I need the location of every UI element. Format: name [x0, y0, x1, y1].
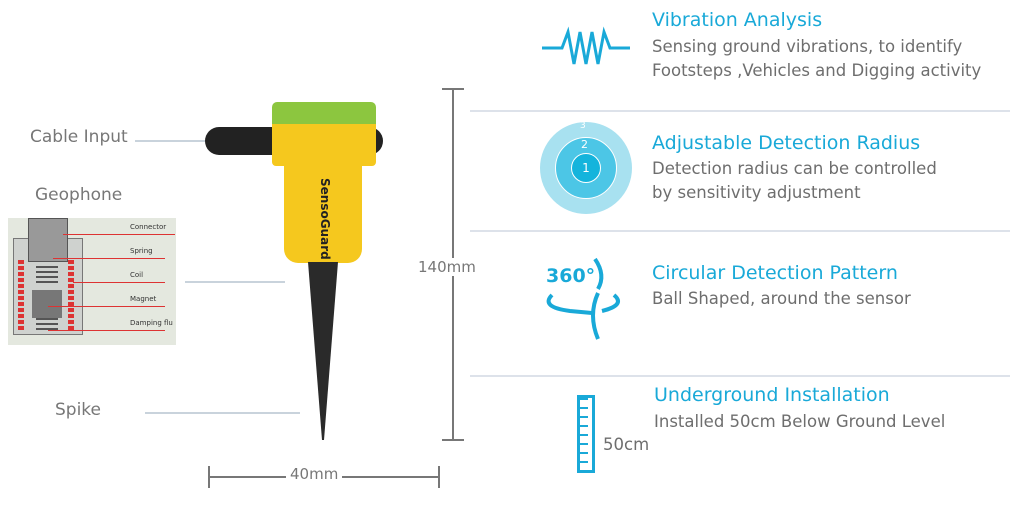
ruler-icon — [577, 395, 595, 473]
geophone-label: Geophone — [35, 185, 123, 205]
feature-title-vibration: Vibration Analysis — [652, 9, 823, 31]
ruler-depth-label: 50cm — [603, 435, 650, 454]
device-spike — [308, 262, 338, 440]
part-magnet: Magnet — [130, 295, 157, 303]
360-rotation-icon: 360° — [540, 255, 630, 345]
geophone-diagram: Connector Spring Coil Magnet Damping flu — [8, 218, 176, 345]
part-connector: Connector — [130, 223, 167, 231]
device-collar — [272, 124, 376, 166]
feature-title-radius: Adjustable Detection Radius — [652, 132, 921, 154]
divider — [470, 230, 1010, 232]
device-body: SensoGuard — [284, 160, 362, 263]
spike-label: Spike — [55, 400, 102, 420]
cable-input-leader — [135, 140, 205, 142]
divider — [470, 110, 1010, 112]
part-spring: Spring — [130, 247, 153, 255]
device-cap — [272, 102, 376, 126]
part-coil: Coil — [130, 271, 144, 279]
feature-desc-installation: Installed 50cm Below Ground Level — [654, 412, 946, 431]
height-label: 140mm — [418, 258, 476, 276]
divider — [470, 375, 1010, 377]
feature-title-installation: Underground Installation — [654, 384, 890, 406]
device-logo: SensoGuard — [318, 178, 332, 260]
part-damping: Damping flu — [130, 319, 173, 327]
waveform-icon — [542, 26, 630, 65]
width-label: 40mm — [286, 465, 343, 483]
feature-title-pattern: Circular Detection Pattern — [652, 262, 898, 284]
geophone-leader — [185, 281, 285, 283]
radius-rings-icon: 3 2 1 — [540, 121, 632, 214]
spike-leader — [145, 412, 300, 414]
feature-desc-pattern: Ball Shaped, around the sensor — [652, 289, 911, 308]
cable-input-label: Cable Input — [30, 127, 128, 147]
